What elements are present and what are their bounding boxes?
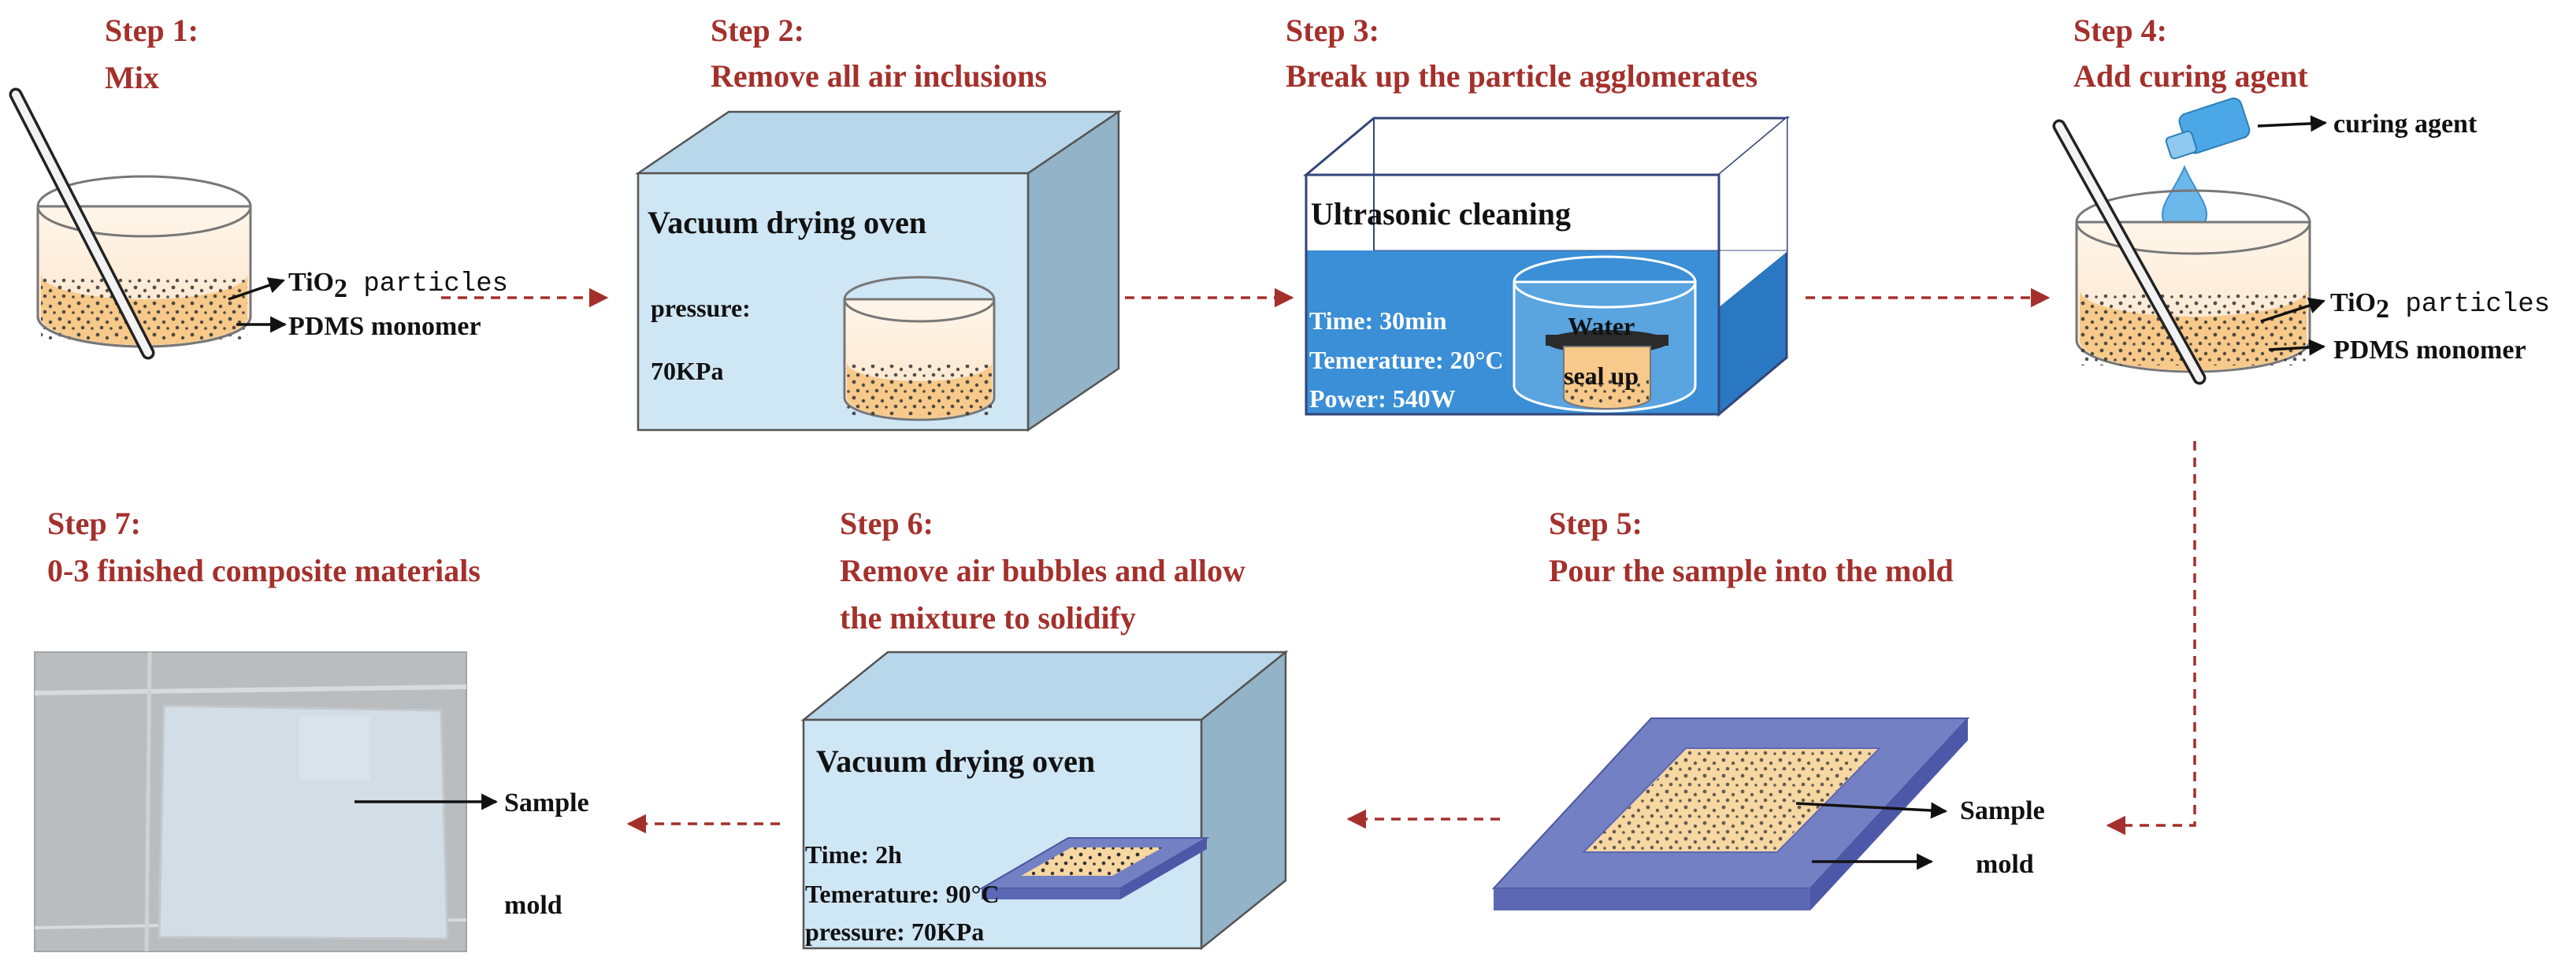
sealed-container-icon — [1513, 255, 1697, 413]
step-1-title: Step 1: — [105, 13, 199, 48]
oven-label-6: Vacuum drying oven — [816, 743, 1095, 779]
stirring-rod-icon — [2052, 119, 2207, 385]
step-4-title: Step 4: — [2073, 13, 2167, 48]
step-6-title: Step 6: — [840, 506, 934, 541]
step-7-mold-label: mold — [504, 891, 562, 920]
pressure-value: 70KPa — [651, 357, 723, 385]
step-6-subtitle-2: the mixture to solidify — [840, 600, 1136, 636]
oven-label-2: Vacuum drying oven — [648, 205, 926, 240]
ultrasonic-label: Ultrasonic cleaning — [1311, 196, 1571, 232]
arrow-4-to-5 — [2106, 441, 2196, 836]
step-7-sample-label: Sample — [504, 788, 589, 818]
step-4: Step 4: Add curing agent curing agent Ti… — [2052, 13, 2550, 385]
step-3: Step 3: Break up the particle agglomerat… — [1286, 13, 1791, 417]
vacuum-oven-icon — [800, 650, 1289, 951]
beaker-icon — [843, 276, 996, 421]
curing-bottle-icon — [2165, 97, 2251, 160]
step-2-title: Step 2: — [711, 13, 804, 48]
step-6: Step 6: Remove air bubbles and allow the… — [800, 506, 1289, 951]
step-5-sample-label: Sample — [1960, 796, 2045, 825]
step-4-subtitle: Add curing agent — [2073, 58, 2308, 94]
water-label: Water — [1568, 312, 1635, 340]
seal-up-label: seal up — [1564, 362, 1639, 390]
step-5: Step 5: Pour the sample into the mold Sa… — [1491, 506, 2045, 910]
step-7-title: Step 7: — [47, 506, 141, 541]
pressure-label: pressure: — [651, 294, 751, 322]
step-5-subtitle: Pour the sample into the mold — [1549, 553, 1954, 588]
step-3-time: Time: 30min — [1309, 306, 1447, 335]
curing-agent-label: curing agent — [2333, 109, 2478, 139]
step-4-pdms-label: PDMS monomer — [2333, 336, 2526, 365]
mold-icon — [1491, 717, 1970, 910]
step-4-tio2-label: TiO2 particles — [2330, 288, 2550, 324]
step-3-temperature: Temerature: 20°C — [1309, 346, 1504, 374]
step-5-mold-label: mold — [1976, 850, 2034, 879]
mold-icon — [978, 837, 1210, 899]
step-1: Step 1: Mix TiO2 particles PDMS monomer — [9, 13, 508, 360]
step-1-tio2-label: TiO2 particles — [288, 268, 508, 303]
step-2: Step 2: Remove all air inclusions Vacuum… — [634, 13, 1123, 432]
step-1-subtitle: Mix — [105, 60, 159, 95]
step-6-subtitle-1: Remove air bubbles and allow — [840, 553, 1245, 588]
step-7-subtitle: 0-3 finished composite materials — [47, 553, 481, 588]
step-3-power: Power: 540W — [1309, 384, 1456, 413]
stirring-rod-icon — [9, 87, 155, 360]
step-6-pressure: pressure: 70KPa — [805, 918, 984, 946]
beaker-icon — [2075, 189, 2311, 373]
step-6-time: Time: 2h — [805, 840, 902, 869]
step-2-subtitle: Remove all air inclusions — [711, 58, 1047, 94]
step-1-pdms-label: PDMS monomer — [288, 312, 481, 341]
step-3-subtitle: Break up the particle agglomerates — [1286, 58, 1758, 94]
step-6-temperature: Temerature: 90°C — [805, 880, 1000, 908]
step-7: Step 7: 0-3 finished composite materials… — [34, 506, 589, 952]
step-3-title: Step 3: — [1286, 13, 1379, 48]
step-5-title: Step 5: — [1549, 506, 1642, 541]
